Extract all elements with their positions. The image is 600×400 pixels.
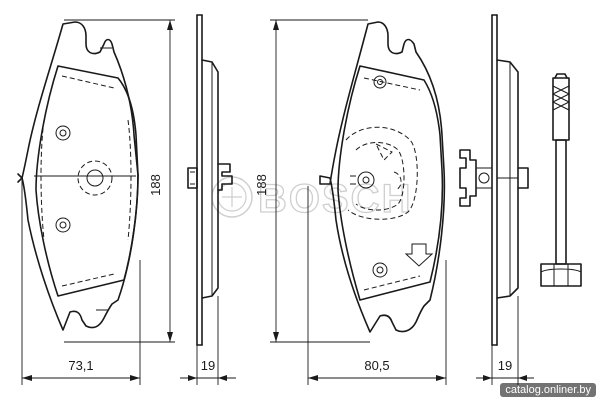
pad-rear-side-view: [459, 14, 529, 346]
pad-front-side-view: [187, 14, 233, 346]
dimension-rear-width: 80,5: [307, 186, 447, 385]
front-width-label: 73,1: [68, 358, 93, 373]
pad-front-view: [17, 21, 139, 331]
bosch-watermark: BOSCH: [211, 176, 411, 222]
dimension-front-thickness: 19: [180, 296, 236, 385]
dimension-rear-height: 188: [254, 19, 370, 343]
source-credit: catalog.onliner.by: [500, 383, 596, 397]
dimension-front-height: 188: [64, 19, 175, 343]
rear-height-label: 188: [254, 174, 269, 196]
front-thickness-label: 19: [201, 358, 215, 373]
front-height-label: 188: [148, 174, 163, 196]
dimension-rear-thickness: 19: [476, 296, 534, 385]
dimension-front-width: 73,1: [21, 180, 141, 385]
rear-thickness-label: 19: [498, 358, 512, 373]
rear-width-label: 80,5: [364, 358, 389, 373]
pad-rear-view: [319, 21, 446, 333]
guide-bolt: [540, 73, 582, 287]
